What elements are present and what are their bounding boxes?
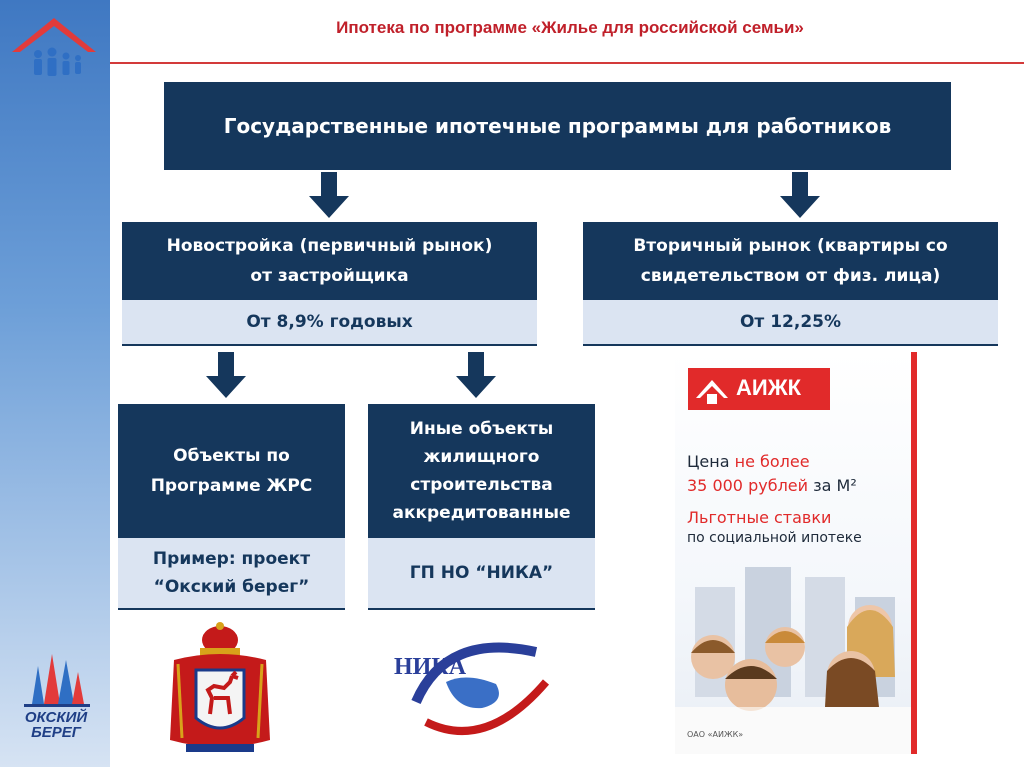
- sub-branch-jrs-example: Пример: проект “Окский берег”: [118, 538, 345, 610]
- header-divider: [110, 62, 1024, 64]
- sub-branch-jrs: Объекты по Программе ЖРС: [118, 404, 345, 538]
- ad-text-red: не более: [734, 452, 810, 471]
- branch-title-line1: Новостройка (первичный рынок): [166, 236, 493, 256]
- aijk-brand-name: АИЖК: [736, 375, 802, 400]
- sidebar: ОКСКИЙ БЕРЕГ: [0, 0, 110, 767]
- sub-title-line1: Иные объекты: [409, 419, 554, 439]
- down-arrow-icon: [780, 172, 820, 218]
- branch-title-line2: от застройщика: [250, 266, 409, 286]
- ad-text: Цена: [687, 452, 735, 471]
- nika-logo: [390, 615, 558, 755]
- sub-title-line2: жилищного: [423, 447, 540, 467]
- branch-secondary-market-rate: От 12,25%: [583, 300, 998, 346]
- branch-new-construction: Новостройка (первичный рынок) от застрой…: [122, 222, 537, 300]
- rate-label: От 8,9% годовых: [246, 312, 413, 332]
- sub-title-line4: аккредитованные: [392, 503, 571, 523]
- rate-label: От 12,25%: [739, 312, 842, 332]
- ad-price-line2: 35 000 рублей за М²: [687, 476, 907, 495]
- example-line1: Пример: проект: [152, 549, 311, 569]
- logo-text-line2: БЕРЕГ: [31, 724, 81, 741]
- sub-title-line2: Программе ЖРС: [150, 476, 313, 496]
- okskiy-bereg-logo: ОКСКИЙ БЕРЕГ: [14, 648, 98, 748]
- buildings-icon: [24, 654, 90, 707]
- family-house-icon: [12, 18, 96, 76]
- branch-title-line1: Вторичный рынок (квартиры со: [633, 236, 948, 256]
- sub-branch-other-example: ГП НО “НИКА”: [368, 538, 595, 610]
- sub-title-line1: Объекты по: [173, 446, 290, 466]
- down-arrow-icon: [206, 352, 246, 398]
- ad-text: за М²: [808, 476, 857, 495]
- ad-footer: ОАО «АИЖК»: [687, 730, 744, 739]
- okskiy-bereg-text: ОКСКИЙ БЕРЕГ: [14, 710, 98, 740]
- house-roof-icon: [696, 380, 728, 404]
- aijk-logo: АИЖК: [688, 368, 830, 410]
- down-arrow-icon: [456, 352, 496, 398]
- branch-title-line2: свидетельством от физ. лица): [640, 266, 941, 286]
- ad-text-red: 35 000 рублей: [687, 476, 809, 495]
- root-node: Государственные ипотечные программы для …: [164, 82, 951, 170]
- branch-new-construction-rate: От 8,9% годовых: [122, 300, 537, 346]
- nika-text: НИКА: [394, 654, 467, 680]
- branch-secondary-market: Вторичный рынок (квартиры со свидетельст…: [583, 222, 998, 300]
- sub-title-line3: строительства: [410, 475, 553, 495]
- example-line2: “Окский берег”: [153, 577, 310, 597]
- sub-branch-other: Иные объекты жилищного строительства акк…: [368, 404, 595, 538]
- family-photo: [675, 567, 911, 754]
- logo-text-line1: ОКСКИЙ: [24, 709, 88, 726]
- ad-rates-line2: по социальной ипотеке: [687, 530, 862, 546]
- down-arrow-icon: [309, 172, 349, 218]
- root-label: Государственные ипотечные программы для …: [223, 114, 892, 138]
- coat-of-arms-icon: [170, 622, 270, 752]
- ad-rates-line1: Льготные ставки: [687, 508, 832, 527]
- aijk-advertisement: АИЖК Цена не более 35 000 рублей за М² Л…: [675, 352, 917, 754]
- page-title: Ипотека по программе «Жилье для российск…: [336, 18, 804, 37]
- example-line1: ГП НО “НИКА”: [409, 563, 554, 583]
- ad-price-line1: Цена не более: [687, 452, 907, 471]
